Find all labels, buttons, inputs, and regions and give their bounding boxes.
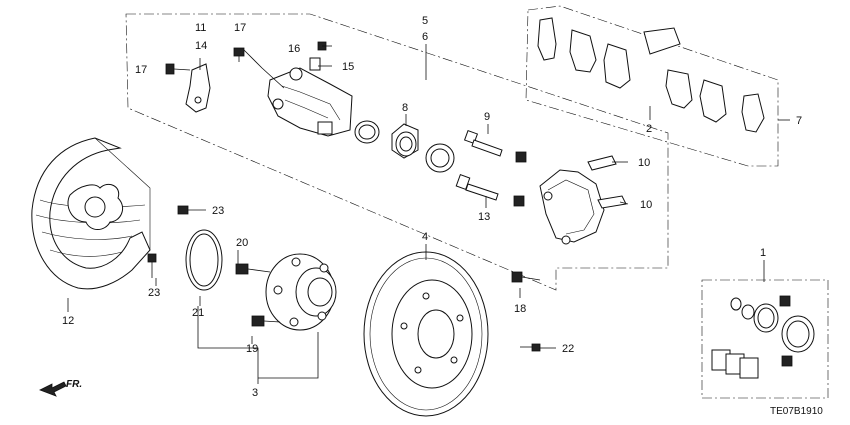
bolt-17-top <box>233 47 245 62</box>
label-1: 1 <box>760 247 766 259</box>
piston-boot <box>425 143 455 173</box>
brake-pad-2 <box>569 29 597 73</box>
hub-o-ring <box>185 229 223 291</box>
label-4: 4 <box>422 231 428 243</box>
label-10-lower: 10 <box>640 199 652 211</box>
hub-bolt-19 <box>251 315 281 327</box>
pin-boot-lower <box>513 195 525 207</box>
guide-pin-upper <box>463 129 503 157</box>
screw-22 <box>520 343 541 352</box>
pad-retainer-clip-lower <box>597 195 627 209</box>
bolt-17-left <box>165 63 191 75</box>
label-21: 21 <box>192 307 204 319</box>
label-10-upper: 10 <box>638 157 650 169</box>
anti-squeal-shim <box>643 27 681 55</box>
bolt-23-upper <box>177 205 206 215</box>
guide-pin-lower <box>455 174 499 201</box>
pin-boot-upper <box>515 151 527 163</box>
brake-pad-6 <box>741 93 765 133</box>
hub-bearing-assembly <box>265 253 337 331</box>
leader-lines <box>67 44 790 384</box>
label-17-top: 17 <box>234 22 246 34</box>
brake-backing-plate <box>31 137 151 290</box>
label-2: 2 <box>646 123 652 135</box>
caliper-piston <box>391 123 419 159</box>
label-8: 8 <box>402 102 408 114</box>
caliper-assembly-frame <box>125 13 669 291</box>
label-6: 6 <box>422 31 428 43</box>
caliper-bracket-small <box>185 63 211 113</box>
label-19: 19 <box>246 343 258 355</box>
brake-disc <box>363 251 489 417</box>
label-20: 20 <box>236 237 248 249</box>
caliper-mounting-bracket <box>539 169 605 245</box>
pad-set-frame <box>525 5 779 167</box>
label-3: 3 <box>252 387 258 399</box>
brake-pad-4 <box>665 69 693 109</box>
brake-pad-5 <box>699 79 727 123</box>
pad-retainer-clip-upper <box>587 155 617 171</box>
bolt-18 <box>511 271 541 283</box>
seal-kit-frame <box>701 279 829 399</box>
part-labels: 11 14 17 17 16 15 5 6 8 9 10 10 13 2 7 2… <box>62 15 802 399</box>
label-22: 22 <box>562 343 574 355</box>
front-direction-label: FR. <box>66 379 82 390</box>
label-14: 14 <box>195 40 207 52</box>
piston-seal-ring <box>354 120 380 144</box>
seal-kit-contents <box>711 295 815 379</box>
label-11: 11 <box>195 22 206 34</box>
front-direction-arrow-icon <box>39 381 67 397</box>
brake-pad-3 <box>603 43 631 89</box>
label-17-left: 17 <box>135 64 147 76</box>
label-7: 7 <box>796 115 802 127</box>
label-13: 13 <box>478 211 490 223</box>
label-16: 16 <box>288 43 300 55</box>
label-12: 12 <box>62 315 74 327</box>
brake-pad-1 <box>537 17 557 61</box>
label-23-upper: 23 <box>212 205 224 217</box>
bolt-23-lower <box>147 253 157 278</box>
label-15: 15 <box>342 61 354 73</box>
caliper-body <box>267 67 353 137</box>
label-18: 18 <box>514 303 526 315</box>
label-5: 5 <box>422 15 428 27</box>
hub-bolt-20 <box>235 263 271 275</box>
label-23-lower: 23 <box>148 287 160 299</box>
diagram-code: TE07B1910 <box>770 406 823 417</box>
label-9: 9 <box>484 111 490 123</box>
